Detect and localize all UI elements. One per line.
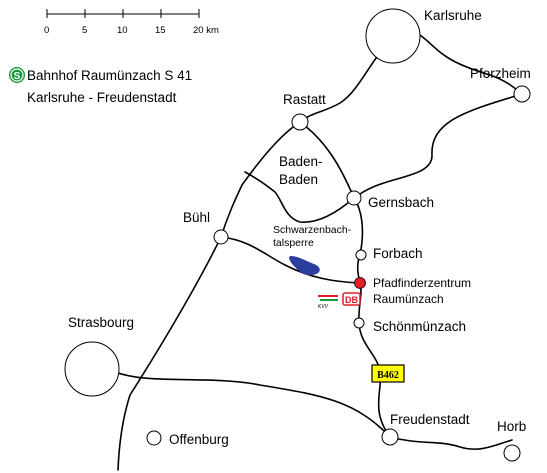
svg-text:KVV: KVV: [318, 304, 329, 310]
label-rastatt: Rastatt: [283, 92, 326, 107]
rail-pforzheim-gernsbach: [354, 93, 523, 199]
offenburg-station: [146, 430, 162, 446]
karlsruhe-city-circle: [365, 8, 421, 64]
label-schwarzenbach-2: talsperre: [273, 237, 314, 249]
label-gernsbach: Gernsbach: [368, 195, 434, 210]
label-horb: Horb: [497, 419, 526, 434]
rastatt-station: [291, 113, 309, 131]
label-schwarzenbach-1: Schwarzenbach-: [273, 224, 352, 236]
schwarzenbach-lake: [289, 256, 320, 276]
rail-rhine-line: [117, 37, 394, 471]
scale-tick-0: 0: [44, 25, 49, 36]
forbach-station: [355, 249, 367, 261]
label-freudenstadt: Freudenstadt: [390, 412, 470, 427]
label-baden-baden-2: Baden: [279, 172, 318, 187]
label-pfadfinder-2: Raumünzach: [373, 292, 444, 306]
scale-tick-20: 20 km: [193, 25, 219, 36]
rail-baden-baden: [244, 171, 355, 223]
svg-text:B462: B462: [377, 370, 399, 381]
kvv-logo: KVV: [318, 295, 338, 310]
rail-freudenstadt-horb: [389, 436, 513, 450]
label-schoenmuenzach: Schönmünzach: [373, 319, 466, 334]
rail-buehl-raumuenzach: [220, 236, 361, 284]
title-line-1: Bahnhof Raumünzach S 41: [27, 68, 192, 83]
scale-tick-15: 15: [155, 25, 166, 36]
s-bahn-symbol: S: [14, 71, 21, 82]
db-logo: [342, 292, 361, 306]
horb-station: [503, 444, 521, 462]
gernsbach-station: [346, 190, 362, 206]
scale-bar: 0 5 10 15 20 km: [44, 9, 219, 36]
label-karlsruhe: Karlsruhe: [424, 8, 482, 23]
schoenmuenzach-station: [353, 317, 365, 329]
raumuenzach-marker: [354, 277, 366, 289]
label-pforzheim: Pforzheim: [470, 66, 531, 81]
transit-logos: DB KVV: [318, 292, 361, 310]
rail-murg-valley: [353, 197, 391, 438]
rail-network: [114, 34, 523, 471]
pforzheim-station: [513, 85, 531, 103]
rail-karlsruhe-pforzheim: [419, 34, 523, 95]
label-buehl: Bühl: [183, 210, 210, 225]
freudenstadt-station: [381, 428, 399, 446]
scale-tick-5: 5: [82, 25, 87, 36]
label-pfadfinder-1: Pfadfinderzentrum: [373, 276, 471, 290]
label-strasbourg: Strasbourg: [68, 315, 134, 330]
map-title: S Bahnhof Raumünzach S 41 Karlsruhe - Fr…: [9, 67, 192, 105]
label-forbach: Forbach: [373, 246, 423, 261]
svg-text:DB: DB: [345, 295, 358, 305]
label-baden-baden-1: Baden-: [279, 154, 323, 169]
strasbourg-city-circle: [64, 341, 120, 397]
rail-rastatt-gernsbach: [299, 121, 355, 199]
rail-strasbourg-freudenstadt: [114, 371, 391, 438]
label-offenburg: Offenburg: [169, 432, 229, 447]
buehl-station: [213, 229, 229, 245]
b462-road-sign: B462: [371, 364, 405, 383]
scale-tick-10: 10: [117, 25, 128, 36]
title-line-2: Karlsruhe - Freudenstadt: [27, 90, 177, 105]
